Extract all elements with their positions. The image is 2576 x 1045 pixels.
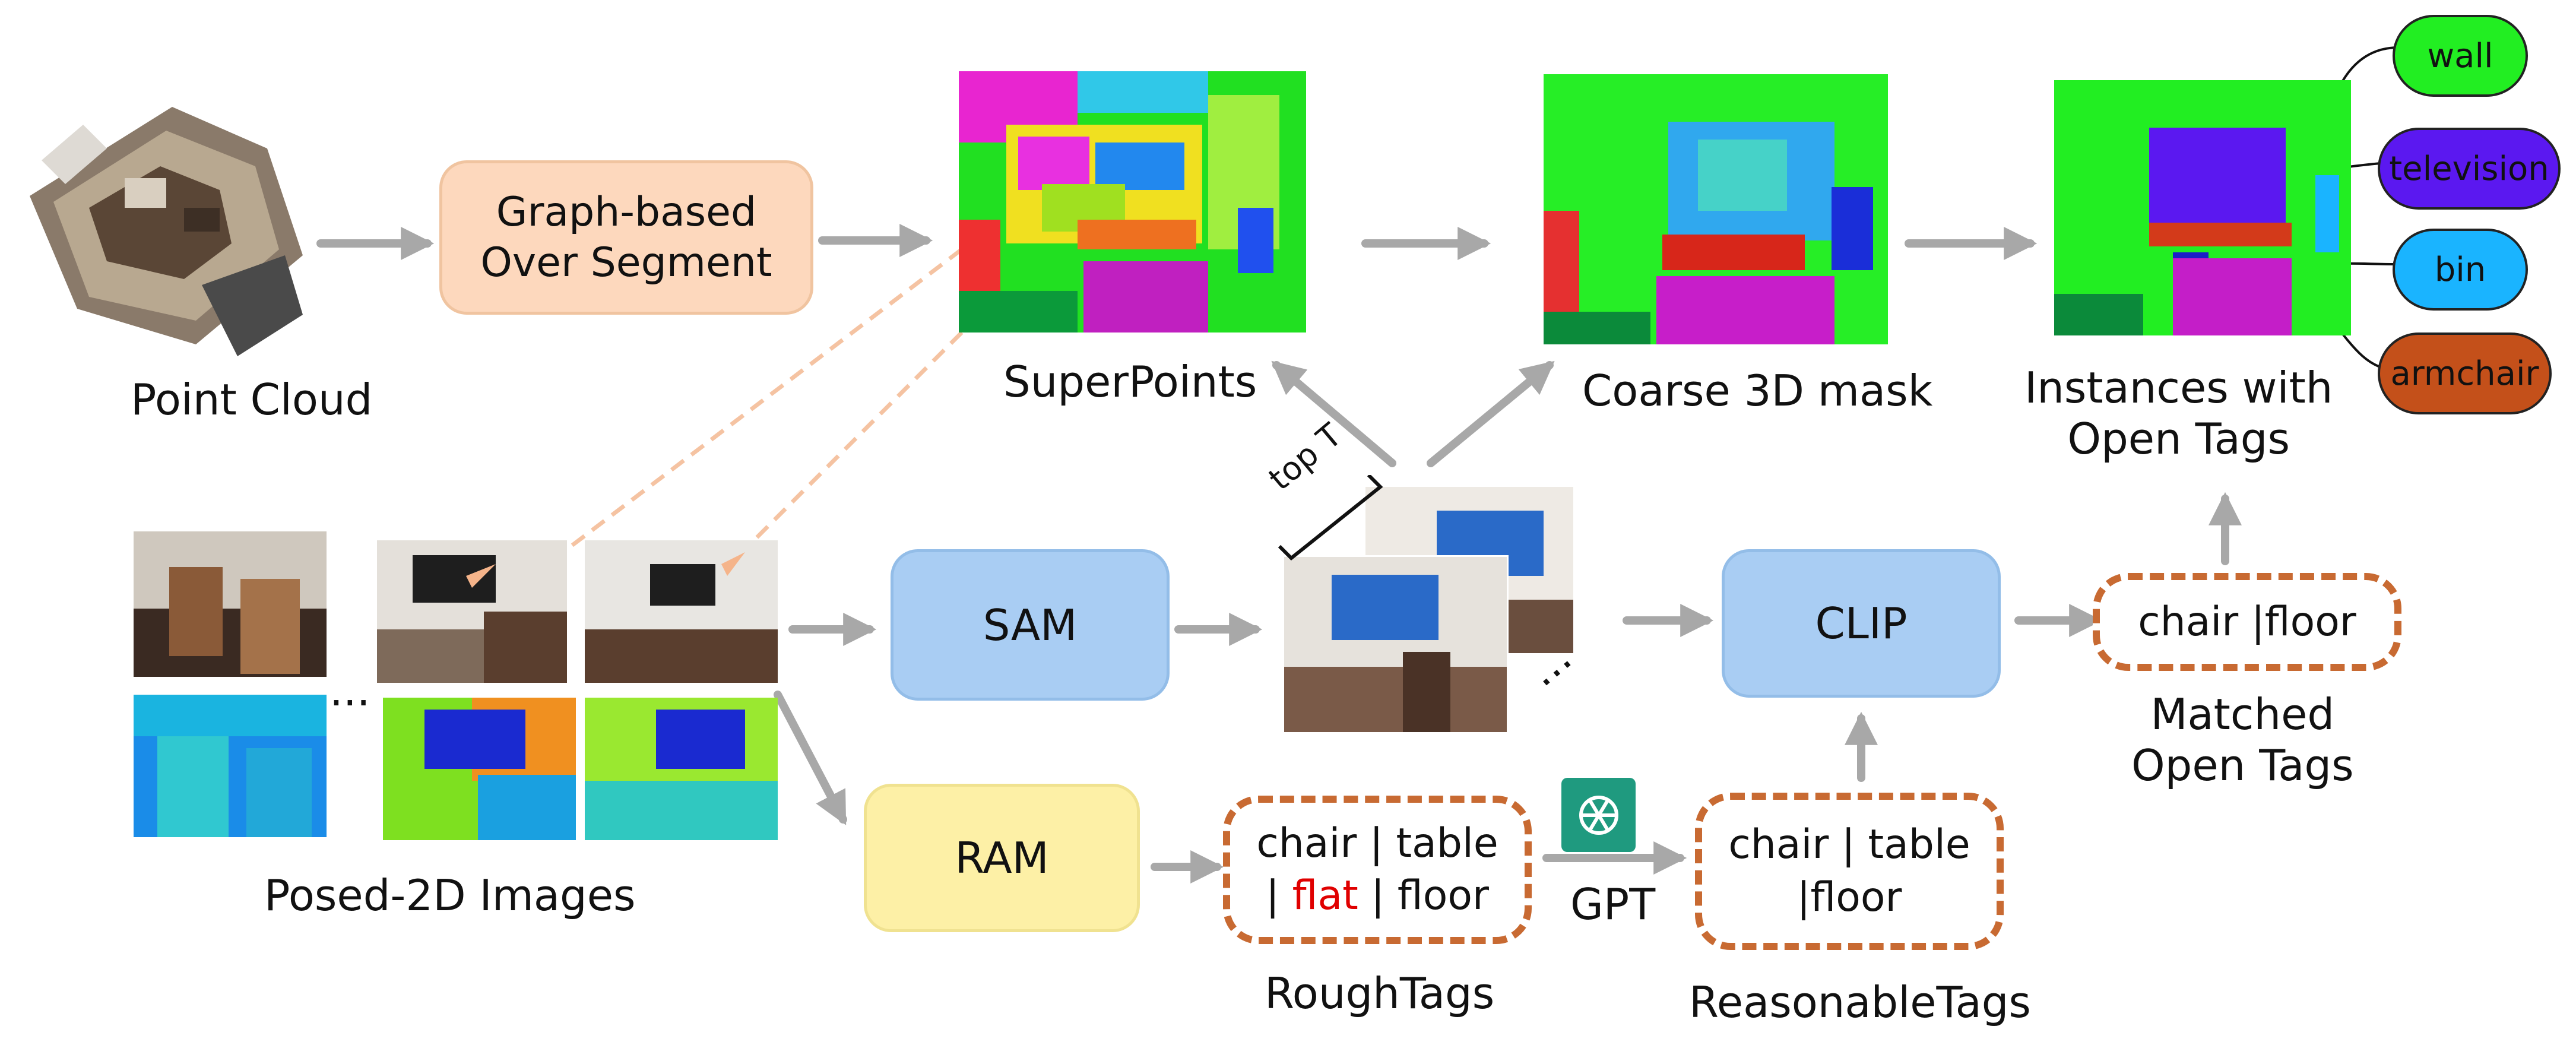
reasonable-tags-box: chair | table |floor	[1695, 793, 2004, 950]
instances-label-line1: Instances with	[2024, 363, 2333, 413]
rough-tag-flat: flat	[1292, 872, 1358, 919]
reasonable-tags-line2: |floor	[1796, 873, 1902, 921]
open-tag-armchair: armchair	[2378, 332, 2552, 414]
posed-images-label: Posed-2D Images	[264, 870, 636, 920]
matched-tags-label-line1: Matched	[2150, 689, 2335, 739]
matched-tags-box: chair |floor	[2093, 573, 2401, 671]
gpt-logo-icon	[1561, 778, 1636, 852]
arrow-masks-to-superpoints	[1271, 360, 1396, 467]
arrow-images-to-ram	[774, 691, 847, 825]
rough-tags-prefix: |	[1266, 872, 1292, 919]
open-tag-wall: wall	[2393, 15, 2528, 97]
top-t-bracket	[1278, 475, 1383, 561]
arrow-masks-to-coarse	[1427, 360, 1555, 467]
superpoints-label: SuperPoints	[1003, 357, 1257, 407]
depth-image-3	[585, 698, 778, 840]
depth-image-2	[383, 698, 576, 840]
instances-label-line2: Open Tags	[2067, 414, 2290, 464]
rough-tags-line1: chair | table	[1256, 819, 1498, 867]
reasonable-tags-line1: chair | table	[1728, 821, 1970, 869]
posed-image-1	[134, 531, 327, 677]
instances-image	[2054, 80, 2351, 335]
posed-image-2	[377, 540, 567, 683]
ram-box: RAM	[864, 784, 1140, 932]
posed-image-3	[585, 540, 778, 683]
clip-box: CLIP	[1722, 549, 2001, 698]
rough-tags-box: chair | table | flat | floor	[1223, 796, 1532, 944]
superpoints-image	[959, 71, 1306, 332]
gpt-label: GPT	[1570, 879, 1656, 929]
coarse-mask-image	[1544, 74, 1888, 344]
depth-image-1	[134, 695, 327, 837]
rough-tags-line2: | flat | floor	[1266, 870, 1489, 922]
graph-over-segment-line1: Graph-based	[496, 189, 757, 236]
graph-over-segment-line2: Over Segment	[480, 239, 772, 286]
graph-over-segment-box: Graph-based Over Segment	[439, 160, 813, 315]
matched-tags-label: Matched Open Tags	[2131, 689, 2354, 791]
point-cloud-label: Point Cloud	[131, 375, 373, 425]
matched-tags-label-line2: Open Tags	[2131, 740, 2354, 791]
point-cloud-image	[6, 59, 315, 368]
sam-box: SAM	[891, 549, 1170, 701]
instances-label: Instances with Open Tags	[2024, 362, 2333, 465]
open-tag-bin: bin	[2393, 229, 2528, 311]
open-tag-television: television	[2378, 128, 2561, 210]
ellipsis-images: ...	[329, 666, 370, 715]
sam-mask-front	[1282, 555, 1509, 734]
reasonable-tags-label: ReasonableTags	[1689, 977, 2031, 1027]
coarse-mask-label: Coarse 3D mask	[1582, 366, 1933, 416]
rough-tags-label: RoughTags	[1265, 968, 1495, 1018]
rough-tags-suffix: | floor	[1358, 872, 1489, 919]
